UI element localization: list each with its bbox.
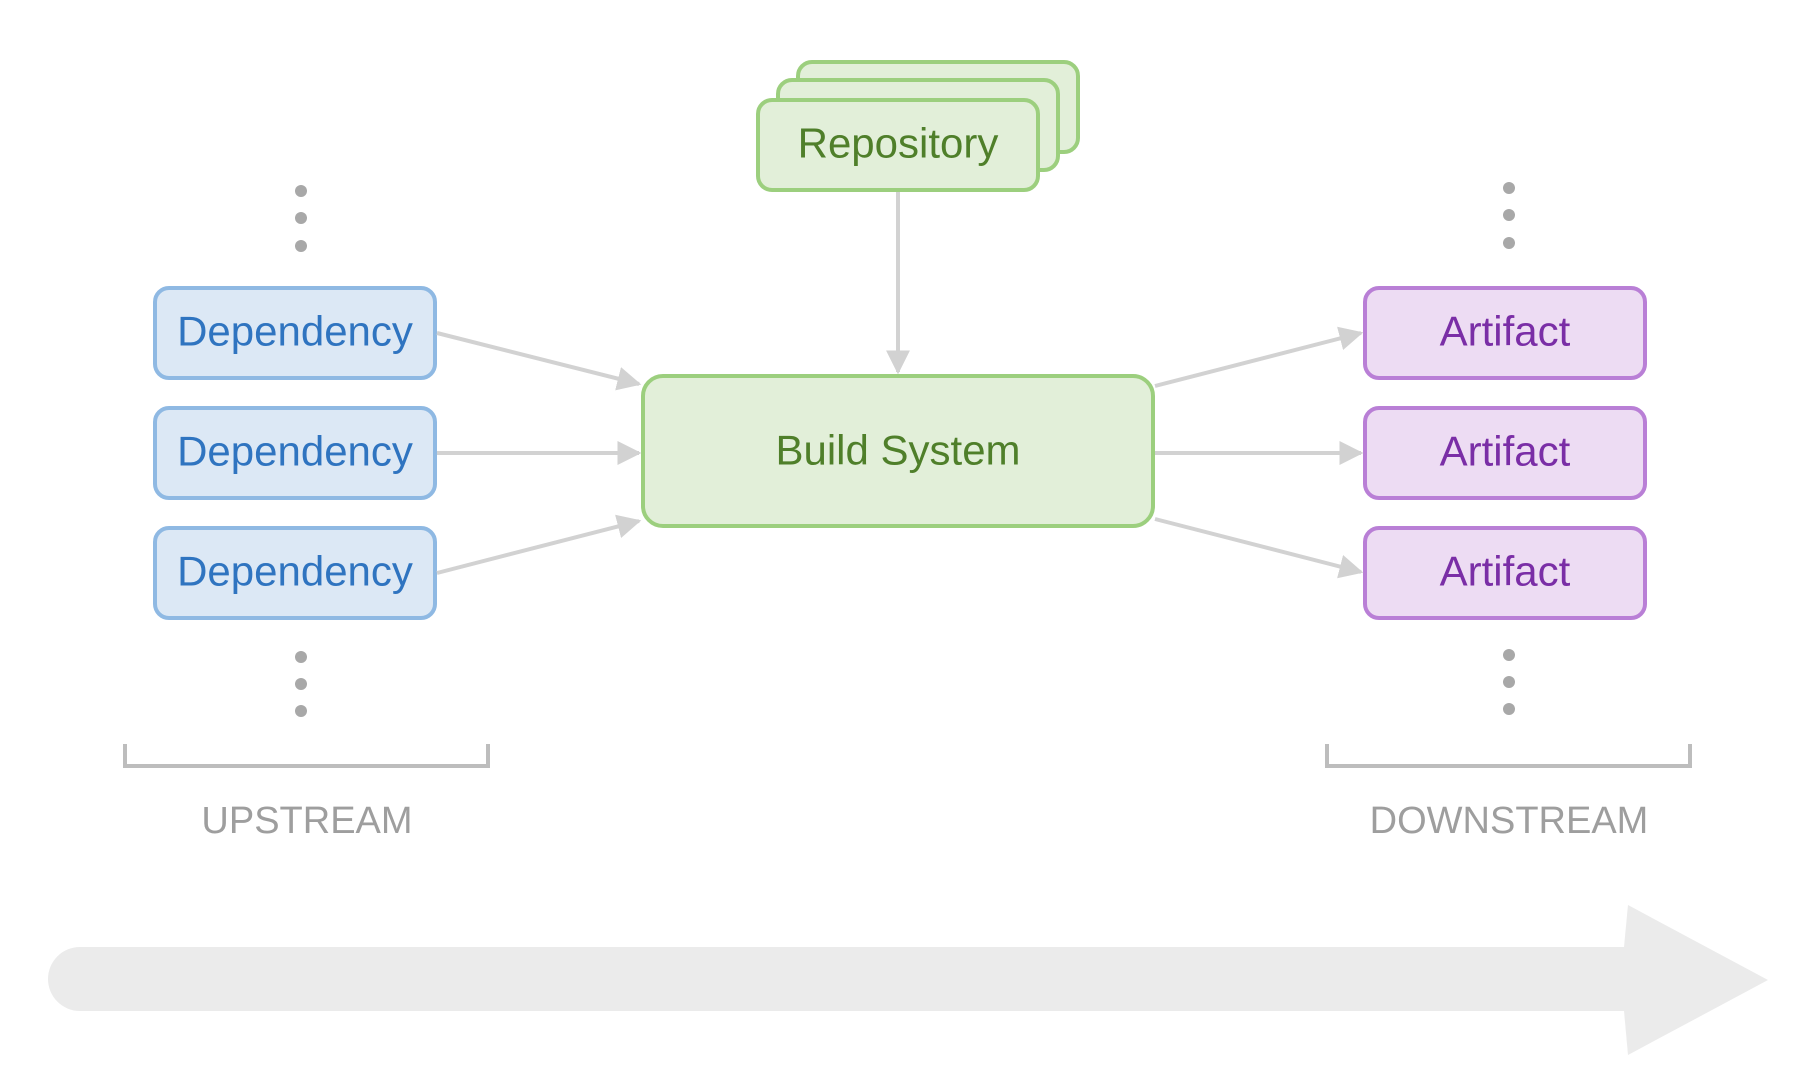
- downstream-top-ellipsis: [1503, 182, 1515, 249]
- dependency-label: Dependency: [177, 548, 413, 595]
- dependency-1-to-build-arrow: [436, 331, 642, 391]
- build-system: Build System: [641, 374, 1155, 528]
- upstream-top-ellipsis: [295, 185, 307, 252]
- dependency-3: Dependency: [153, 526, 437, 620]
- upstream-bracket: [123, 744, 490, 768]
- build-to-artifact-3-arrow: [1154, 517, 1364, 579]
- artifact-label: Artifact: [1440, 308, 1571, 355]
- artifact-2: Artifact: [1363, 406, 1647, 500]
- artifact-3: Artifact: [1363, 526, 1647, 620]
- build-system-label: Build System: [775, 427, 1020, 474]
- dependency-2: Dependency: [153, 406, 437, 500]
- dependency-label: Dependency: [177, 428, 413, 475]
- artifact-1: Artifact: [1363, 286, 1647, 380]
- repository-node: [756, 98, 1040, 192]
- build-to-artifact-1-arrow: [1154, 326, 1364, 388]
- downstream-label: DOWNSTREAM: [1370, 800, 1649, 842]
- downstream-bottom-ellipsis: [1503, 649, 1515, 715]
- upstream-bottom-ellipsis: [295, 651, 307, 717]
- dependency-3-to-build-arrow: [436, 514, 642, 575]
- downstream-bracket: [1325, 744, 1692, 768]
- upstream-label: UPSTREAM: [201, 800, 412, 842]
- repository-label: Repository: [798, 120, 999, 167]
- dependency-1: Dependency: [153, 286, 437, 380]
- artifact-label: Artifact: [1440, 548, 1571, 595]
- build-system-node: [641, 374, 1155, 528]
- flow-direction-arrow: [48, 905, 1768, 1055]
- dependency-label: Dependency: [177, 308, 413, 355]
- repository-stack: Repository: [756, 60, 1080, 192]
- artifact-label: Artifact: [1440, 428, 1571, 475]
